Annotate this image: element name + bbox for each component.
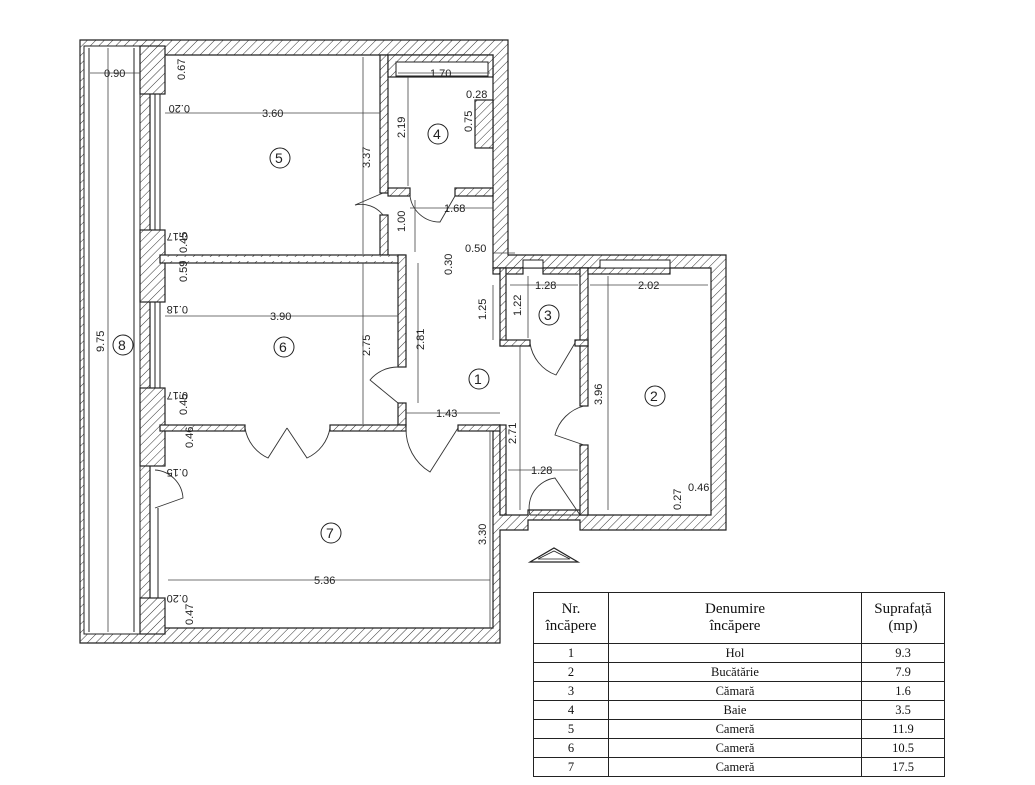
dim-label: 0.28	[466, 89, 487, 101]
room-number-6: 6	[279, 339, 287, 355]
dim-label: 0.46	[184, 427, 196, 448]
table-header-row: Nr. încăpere Denumire încăpere Suprafață…	[533, 592, 945, 644]
cell-nr: 7	[533, 757, 609, 777]
dim-label: 0.47	[184, 604, 196, 625]
cell-name: Hol	[608, 643, 862, 663]
left-facade-pillars	[139, 45, 166, 635]
dim-label: 1.28	[535, 280, 556, 292]
cell-nr: 2	[533, 662, 609, 682]
table-row: 4 Baie 3.5	[533, 700, 945, 720]
room-number-5: 5	[275, 150, 283, 166]
col-header-name: Denumire încăpere	[608, 592, 862, 644]
dim-label: 0.15	[167, 466, 188, 478]
table-row: 5 Cameră 11.9	[533, 719, 945, 739]
cell-area: 9.3	[861, 643, 945, 663]
dim-label: 0.20	[169, 102, 190, 114]
cell-name: Cameră	[608, 719, 862, 739]
dim-label: 0.59	[178, 261, 190, 282]
dim-label: 0.27	[672, 489, 684, 510]
room-labels: 5 4 6 1 3 2 7 8	[112, 123, 666, 544]
dim-label: 1.68	[444, 203, 465, 215]
dim-label: 2.19	[396, 117, 408, 138]
header-text: încăpere	[545, 618, 597, 634]
doors	[154, 192, 585, 516]
dim-label: 0.30	[443, 254, 455, 275]
cell-area: 7.9	[861, 662, 945, 682]
dim-label: 0.45	[178, 394, 190, 415]
dim-label: 3.60	[262, 108, 283, 120]
dimension-labels: 0.90 0.67 0.20 3.60 3.37 1.70 0.28 0.75 …	[95, 59, 709, 625]
dim-label: 2.75	[361, 335, 373, 356]
kitchen-windows	[522, 259, 671, 269]
table-row: 7 Cameră 17.5	[533, 757, 945, 777]
room-number-8: 8	[118, 337, 126, 353]
table-row: 1 Hol 9.3	[533, 643, 945, 663]
header-text: Nr.	[561, 601, 581, 617]
col-header-nr: Nr. încăpere	[533, 592, 609, 644]
room-number-7: 7	[326, 525, 334, 541]
dim-label: 0.20	[167, 592, 188, 604]
dim-label: 0.75	[463, 111, 475, 132]
header-text: (mp)	[888, 618, 918, 634]
cell-nr: 1	[533, 643, 609, 663]
header-text: încăpere	[709, 618, 761, 634]
interior-walls	[159, 54, 671, 516]
dim-label: 0.17	[167, 230, 188, 242]
dim-label: 2.81	[415, 329, 427, 350]
table-row: 6 Cameră 10.5	[533, 738, 945, 758]
cell-nr: 6	[533, 738, 609, 758]
cell-nr: 5	[533, 719, 609, 739]
cell-area: 17.5	[861, 757, 945, 777]
dim-label: 3.30	[477, 524, 489, 545]
dim-label: 0.18	[167, 303, 188, 315]
cell-area: 1.6	[861, 681, 945, 701]
room-number-3: 3	[544, 307, 552, 323]
dim-label: 2.71	[507, 423, 519, 444]
cell-area: 10.5	[861, 738, 945, 758]
room-number-4: 4	[433, 126, 441, 142]
dim-label: 0.45	[178, 232, 190, 253]
cell-name: Cămară	[608, 681, 862, 701]
cell-nr: 4	[533, 700, 609, 720]
dim-label: 0.46	[688, 482, 709, 494]
dim-label: 0.67	[176, 59, 188, 80]
room-number-2: 2	[650, 388, 658, 404]
cell-area: 3.5	[861, 700, 945, 720]
col-header-area: Suprafață (mp)	[861, 592, 945, 644]
dim-label: 1.25	[477, 299, 489, 320]
dim-label: 1.43	[436, 408, 457, 420]
header-text: Denumire	[705, 601, 765, 617]
dim-label: 1.22	[512, 295, 524, 316]
table-row: 3 Cămară 1.6	[533, 681, 945, 701]
cell-name: Baie	[608, 700, 862, 720]
room-number-1: 1	[474, 371, 482, 387]
dim-label: 0.17	[167, 389, 188, 401]
entrance-marker	[527, 547, 581, 563]
dim-label: 3.37	[361, 147, 373, 168]
dim-label: 0.50	[465, 243, 486, 255]
dim-label: 9.75	[95, 331, 107, 352]
cell-nr: 3	[533, 681, 609, 701]
cell-name: Cameră	[608, 757, 862, 777]
dim-label: 1.28	[531, 465, 552, 477]
dimension-lines	[90, 48, 708, 632]
dim-label: 1.70	[430, 68, 451, 80]
dim-label: 0.90	[104, 68, 125, 80]
dim-label: 2.02	[638, 280, 659, 292]
cell-name: Cameră	[608, 738, 862, 758]
cell-name: Bucătărie	[608, 662, 862, 682]
dim-label: 1.00	[396, 211, 408, 232]
dim-label: 5.36	[314, 575, 335, 587]
dim-label: 3.90	[270, 311, 291, 323]
room-table: Nr. încăpere Denumire încăpere Suprafață…	[533, 592, 945, 777]
cell-area: 11.9	[861, 719, 945, 739]
header-text: Suprafață	[874, 601, 932, 617]
table-row: 2 Bucătărie 7.9	[533, 662, 945, 682]
dim-label: 3.96	[593, 384, 605, 405]
